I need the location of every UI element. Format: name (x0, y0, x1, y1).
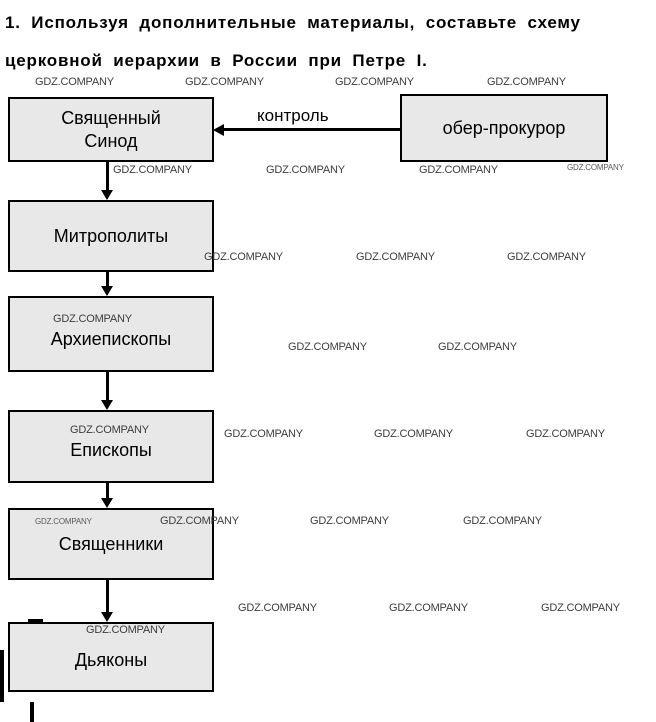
watermark-text: GDZ.COMPANY (541, 602, 620, 614)
watermark-text: GDZ.COMPANY (86, 624, 165, 636)
node-arhiepiskopy: Архиепископы (8, 296, 214, 372)
watermark-text: GDZ.COMPANY (224, 428, 303, 440)
arrowhead-down-icon (101, 190, 113, 200)
arrowhead-down-icon (101, 286, 113, 296)
watermark-text: GDZ.COMPANY (53, 313, 132, 325)
watermark-text: GDZ.COMPANY (389, 602, 468, 614)
node-label-dyakony: Дьяконы (74, 649, 148, 670)
task-title-line1: 1. Используя дополнительные материалы, с… (5, 13, 581, 32)
node-svyashchennyj-sinod: Священный Синод (8, 97, 214, 162)
watermark-text: GDZ.COMPANY (374, 428, 453, 440)
scan-artifact (28, 619, 43, 622)
watermark-text: GDZ.COMPANY (266, 164, 345, 176)
watermark-text: GDZ.COMPANY (567, 163, 624, 172)
task-title: 1. Используя дополнительные материалы, с… (5, 4, 655, 80)
scan-artifact (0, 650, 4, 702)
scan-artifact (30, 702, 34, 722)
node-label-episkopy: Епископы (70, 440, 152, 460)
watermark-text: GDZ.COMPANY (288, 341, 367, 353)
watermark-text: GDZ.COMPANY (463, 515, 542, 527)
watermark-text: GDZ.COMPANY (526, 428, 605, 440)
node-episkopy: Епископы (8, 410, 214, 483)
node-mitropolity: Митрополиты (8, 200, 214, 272)
watermark-text: GDZ.COMPANY (35, 76, 114, 88)
connector-line-5 (106, 580, 109, 613)
connector-line-1 (106, 162, 109, 191)
node-label-arhiepiskopy: Архиепископы (50, 328, 172, 349)
arrowhead-down-icon (101, 612, 113, 622)
watermark-text: GDZ.COMPANY (356, 251, 435, 263)
watermark-text: GDZ.COMPANY (438, 341, 517, 353)
watermark-text: GDZ.COMPANY (310, 515, 389, 527)
watermark-text: GDZ.COMPANY (35, 517, 92, 526)
watermark-text: GDZ.COMPANY (160, 515, 239, 527)
task-title-line2: церковной иерархии в России при Петре I. (5, 51, 428, 70)
node-label-sinod: Священный Синод (61, 107, 161, 151)
arrowhead-left-icon (213, 124, 224, 136)
node-label-ober-prokuror: обер-прокурор (442, 117, 566, 138)
connector-line-4 (106, 483, 109, 499)
connector-line-2 (106, 272, 109, 287)
connector-line-3 (106, 372, 109, 401)
node-ober-prokuror: обер-прокурор (400, 94, 608, 162)
watermark-text: GDZ.COMPANY (507, 251, 586, 263)
watermark-text: GDZ.COMPANY (185, 76, 264, 88)
watermark-text: GDZ.COMPANY (70, 424, 149, 436)
node-svyashchenniki: Священники (8, 508, 214, 580)
watermark-text: GDZ.COMPANY (487, 76, 566, 88)
watermark-text: GDZ.COMPANY (113, 164, 192, 176)
control-arrow-label: контроль (257, 106, 329, 125)
arrowhead-down-icon (101, 400, 113, 410)
node-label-svyashchenniki: Священники (58, 533, 164, 554)
watermark-text: GDZ.COMPANY (238, 602, 317, 614)
arrowhead-down-icon (101, 498, 113, 508)
node-label-mitropolity: Митрополиты (53, 225, 169, 246)
connector-line-control (223, 128, 400, 131)
watermark-text: GDZ.COMPANY (419, 164, 498, 176)
watermark-text: GDZ.COMPANY (335, 76, 414, 88)
node-dyakony: Дьяконы (8, 622, 214, 692)
watermark-text: GDZ.COMPANY (204, 251, 283, 263)
